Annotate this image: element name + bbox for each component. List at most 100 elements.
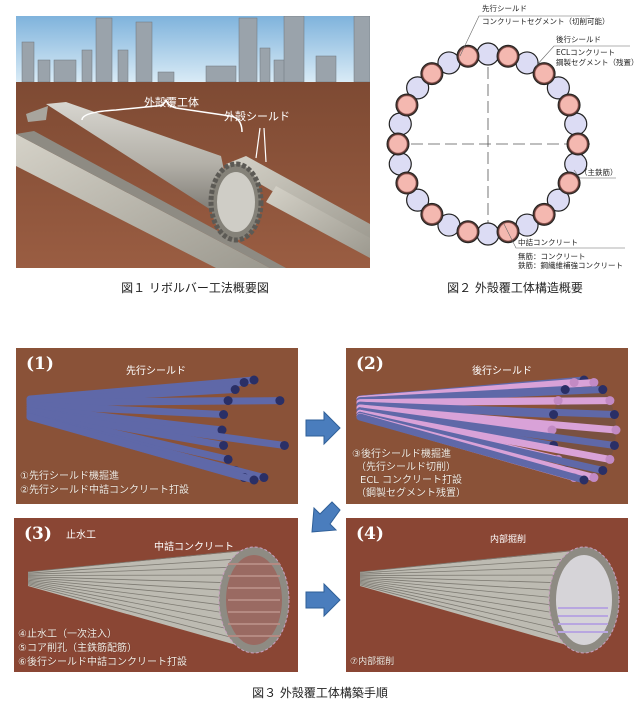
tube-end — [249, 475, 259, 485]
tube-rib — [359, 578, 579, 601]
tube-end — [279, 440, 289, 450]
leader-infill — [503, 223, 625, 249]
tube-rib — [359, 576, 579, 584]
leading-shield-tube — [26, 397, 232, 407]
panel-number: (3) — [24, 524, 52, 544]
step-text: （先行シールド切削） — [356, 462, 456, 473]
tube-end — [609, 440, 619, 450]
trailing-segment — [546, 188, 570, 212]
trailing-shield-tubes — [356, 375, 621, 485]
anno-trailing-shield-desc1: ECLコンクリート — [556, 48, 616, 57]
tube-rib — [27, 582, 249, 626]
tube-end — [275, 396, 285, 406]
leading-shield-tube — [356, 413, 588, 484]
tube-end — [598, 385, 608, 395]
step-text: （鋼製セグメント残置） — [356, 488, 466, 499]
step-text: ⑦内部掘削 — [350, 657, 395, 667]
tube-end — [217, 425, 227, 435]
tube-rib — [359, 580, 579, 618]
figure2-diagram: 先行シールド コンクリートセグメント（切削可能） 後行シールド ECLコンクリー… — [380, 0, 640, 270]
shield-arrows — [255, 127, 267, 163]
tube-rib — [27, 576, 249, 584]
leading-shield-tube — [26, 407, 228, 449]
step-panel-2: (2) 後行シールド ③後行シールド機掘進 （先行シールド切削） ECL コンク… — [346, 348, 628, 504]
leading-segment — [534, 205, 554, 224]
tube-rib — [359, 574, 579, 576]
tube-end — [569, 377, 579, 387]
tube-end — [589, 473, 599, 483]
leading-segment — [534, 64, 554, 83]
leading-shield-tube — [356, 401, 558, 419]
leading-segment — [422, 64, 442, 83]
leading-segment — [568, 134, 588, 154]
tube-interior — [556, 555, 612, 645]
anno-trailing-shield-desc2: 鋼製セグメント（残置） — [556, 58, 639, 67]
tube-rib — [27, 578, 249, 601]
step-text: ①先行シールド機掘進 — [20, 471, 119, 482]
step-panel-4: (4) 内部掘削 ⑦内部掘削 — [346, 518, 628, 672]
tube-rib — [359, 549, 579, 573]
figure1-caption: 図１ リボルバー工法概要図 — [121, 281, 269, 295]
tube-end — [259, 473, 269, 483]
figure2-caption: 図２ 外殻覆工体構造概要 — [447, 281, 583, 295]
excavated-tube — [359, 546, 620, 654]
tube-end — [219, 440, 229, 450]
leading-segment — [458, 222, 478, 242]
step-text: ⑥後行シールド中詰コンクリート打設 — [18, 657, 187, 668]
tube-end — [611, 425, 621, 435]
leading-shield-tubes — [26, 375, 289, 485]
step-text: ②先行シールド中詰コンクリート打設 — [20, 485, 189, 496]
tube-rib — [359, 566, 579, 575]
figure1-scene — [16, 16, 370, 268]
leading-segment — [397, 95, 417, 115]
tube-end — [579, 475, 589, 485]
step-text: ③後行シールド機掘進 — [352, 449, 451, 460]
callout-waterproofing: 止水工 — [66, 530, 96, 541]
trailing-segment — [476, 42, 500, 66]
arrow-right-icon — [305, 582, 341, 618]
tube-end — [609, 410, 619, 420]
callout-trailing-shield: 後行シールド — [472, 366, 532, 377]
leader-leading-shield — [459, 15, 590, 57]
arrow-right-icon — [305, 410, 341, 446]
label-outer-lining: 外殻覆工体 — [144, 96, 199, 109]
panel-number: (4) — [356, 524, 384, 544]
inner-road-tunnel — [266, 186, 370, 258]
outer-lining-tube — [26, 102, 264, 243]
tube-end — [605, 454, 615, 464]
ring-cross-section — [386, 15, 630, 249]
callout-infill-concrete: 中詰コンクリート — [154, 542, 234, 553]
tube-rib — [359, 577, 579, 593]
tube-end — [549, 410, 559, 420]
tube-end — [553, 396, 563, 406]
tube-rib — [27, 577, 249, 593]
leading-segment — [388, 134, 408, 154]
tube-end — [605, 396, 615, 406]
leader-main-rebar — [573, 169, 616, 179]
anno-main-rebar: （主鉄筋） — [580, 168, 618, 177]
trailing-segment — [476, 222, 500, 246]
tube-rib — [359, 583, 579, 634]
trailing-segment — [406, 76, 430, 100]
figure1-illustration: 外殻覆工体 外殻シールド — [16, 16, 370, 268]
panel-number: (1) — [26, 354, 54, 374]
tube-end — [223, 454, 233, 464]
step-text: ④止水工（一次注入） — [18, 629, 117, 640]
tube-rib — [359, 584, 579, 643]
label-outer-shield: 外殻シールド — [224, 110, 290, 123]
leading-segment — [422, 205, 442, 224]
leading-segment — [458, 46, 478, 66]
anno-leading-shield-title: 先行シールド — [482, 4, 527, 13]
tube-rib — [359, 557, 579, 574]
tube-rib — [27, 566, 249, 575]
step-text: ECL コンクリート打設 — [360, 475, 463, 486]
tube-end — [547, 425, 557, 435]
callout-leading-shield: 先行シールド — [126, 366, 186, 377]
tube-end — [589, 377, 599, 387]
anno-infill-title: 中詰コンクリート — [518, 238, 578, 247]
tube-rib — [27, 579, 249, 609]
tube-end — [223, 396, 233, 406]
step-panel-1: (1) 先行シールド ①先行シールド機掘進 ②先行シールド中詰コンクリート打設 — [16, 348, 298, 504]
figure3-caption: 図３ 外殻覆工体構築手順 — [252, 686, 388, 700]
step-text: ⑤コア削孔（主鉄筋配筋） — [18, 643, 137, 654]
